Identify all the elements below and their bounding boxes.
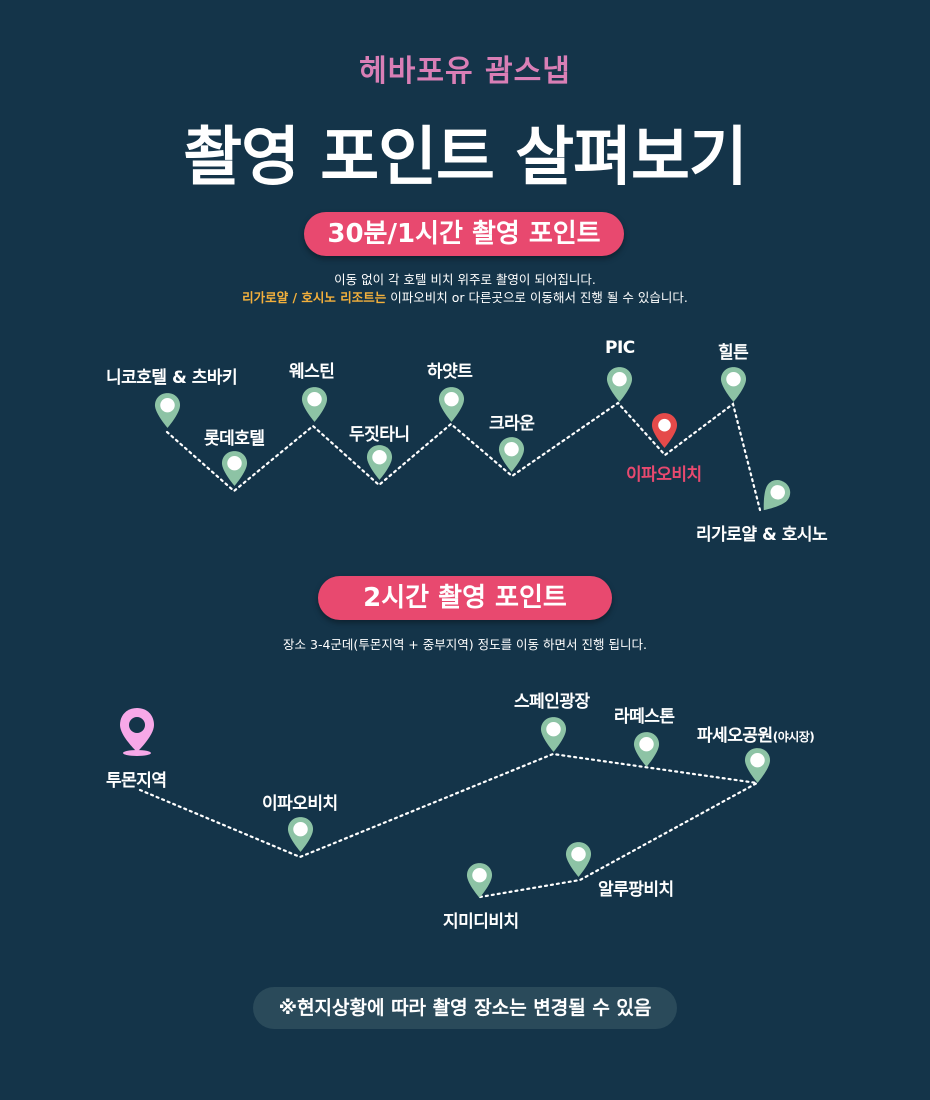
section1-pill: 30분/1시간 촬영 포인트 — [304, 212, 624, 256]
map-pin-icon — [287, 817, 314, 852]
map-pin-icon — [466, 863, 493, 898]
location-label: 하얏트 — [427, 362, 473, 382]
location-label: 니코호텔 & 츠바키 — [106, 368, 238, 388]
section2-pill: 2시간 촬영 포인트 — [318, 576, 612, 620]
map-pin-icon — [720, 367, 747, 402]
section2-desc: 장소 3-4군데(투몬지역 + 중부지역) 정도를 이동 하면서 진행 됩니다. — [283, 637, 647, 652]
map-pin-icon — [540, 717, 567, 752]
subtitle: 헤바포유 괌스냅 — [359, 54, 571, 89]
location-label: 리가로얄 & 호시노 — [696, 525, 828, 545]
map-pin-icon — [154, 393, 181, 428]
section1-desc-line2: 리가로얄 / 호시노 리조트는 이파오비치 or 다른곳으로 이동해서 진행 될… — [0, 287, 930, 306]
route-line-section2 — [138, 752, 761, 899]
location-label: 두짓타니 — [349, 425, 410, 445]
map-pin-red-icon — [651, 413, 678, 448]
map-pin-icon — [565, 842, 592, 877]
location-label: 웨스틴 — [289, 362, 335, 382]
section1-desc-rest: 이파오비치 or 다른곳으로 이동해서 진행 될 수 있습니다. — [386, 290, 688, 305]
map-pin-icon — [633, 732, 660, 767]
location-label: 크라운 — [489, 414, 535, 434]
location-label: 라떼스톤 — [614, 707, 675, 727]
map-pin-icon — [301, 387, 328, 422]
location-label: 지미디비치 — [443, 912, 519, 932]
location-label: 투몬지역 — [106, 771, 167, 791]
section1-desc-highlight: 리가로얄 / 호시노 리조트는 — [242, 290, 387, 305]
location-label: 힐튼 — [718, 343, 749, 363]
location-label-main: 파세오공원 — [697, 726, 773, 746]
map-pin-icon — [606, 367, 633, 402]
map-pin-icon — [438, 387, 465, 422]
location-label: 알루팡비치 — [598, 880, 674, 900]
location-pin-icon — [120, 708, 154, 756]
map-pin-icon — [744, 748, 771, 783]
location-label: 이파오비치 — [262, 794, 338, 814]
footer-note: ※현지상황에 따라 촬영 장소는 변경될 수 있음 — [253, 987, 677, 1029]
section1-desc-line1: 이동 없이 각 호텔 비치 위주로 촬영이 되어집니다. — [334, 272, 596, 287]
location-label: 파세오공원(야시장) — [697, 721, 815, 746]
map-pin-icon — [366, 445, 393, 480]
map-pin-icon — [498, 437, 525, 472]
route-line-section1 — [165, 401, 762, 512]
location-label: PIC — [605, 338, 635, 358]
location-label: 롯데호텔 — [204, 429, 265, 449]
map-pin-tilted-icon — [753, 475, 796, 518]
page-title: 촬영 포인트 살펴보기 — [183, 121, 747, 195]
map-pin-icon — [221, 451, 248, 486]
location-label-sub: (야시장) — [772, 730, 815, 744]
location-label-highlight: 이파오비치 — [626, 465, 702, 485]
location-label: 스페인광장 — [514, 692, 590, 712]
